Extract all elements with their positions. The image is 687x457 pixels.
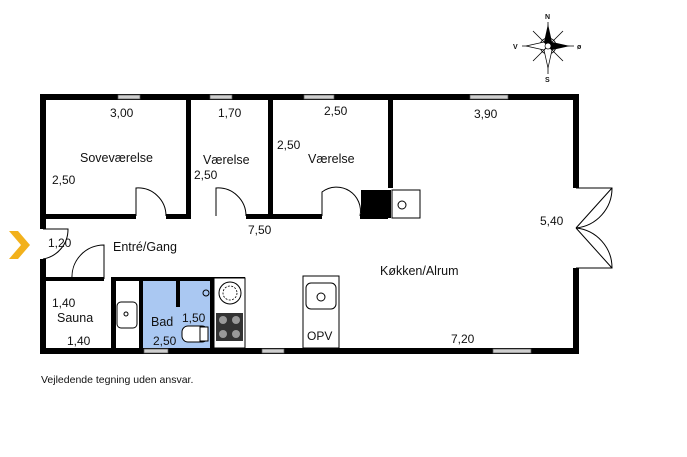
appliance-column bbox=[213, 277, 246, 349]
terrace-door bbox=[575, 187, 613, 229]
room-label-vaerelse-1: Værelse bbox=[203, 153, 250, 167]
room-label-bad: Bad bbox=[151, 315, 173, 329]
window bbox=[492, 348, 532, 354]
bath-fixtures bbox=[116, 289, 210, 343]
dim-vaer1-width: 1,70 bbox=[218, 106, 242, 120]
compass-east: ø bbox=[577, 44, 582, 51]
room-label-entre: Entré/Gang bbox=[113, 240, 177, 254]
interior-walls bbox=[44, 98, 393, 350]
room-label-kokken: Køkken/Alrum bbox=[380, 264, 459, 278]
room-label-vaerelse-2: Værelse bbox=[308, 152, 355, 166]
washer bbox=[218, 281, 242, 305]
room-label-sauna: Sauna bbox=[57, 311, 93, 325]
door-swing bbox=[215, 187, 247, 217]
sink-counter bbox=[302, 275, 340, 349]
disclaimer-text: Vejledende tegning uden ansvar. bbox=[41, 374, 194, 386]
dim-sove-width: 3,00 bbox=[110, 106, 134, 120]
compass-west: V bbox=[513, 44, 518, 51]
dim-bad-depth: 1,50 bbox=[182, 311, 206, 325]
window bbox=[303, 94, 335, 100]
window bbox=[469, 94, 509, 100]
dim-entre-width: 1,20 bbox=[48, 236, 72, 250]
doors bbox=[42, 186, 613, 280]
entrance-arrow bbox=[9, 231, 30, 259]
door-swing bbox=[321, 186, 361, 217]
window bbox=[143, 348, 169, 354]
compass-south: S bbox=[545, 77, 550, 84]
compass-north: N bbox=[545, 14, 550, 21]
dim-kok-width-bottom: 7,20 bbox=[451, 332, 475, 346]
dim-vaer2-width: 2,50 bbox=[324, 104, 348, 118]
compass-rose: N S ø V bbox=[513, 14, 582, 84]
room-label-sovevaerelse: Soveværelse bbox=[80, 151, 153, 165]
dim-kok-depth: 5,40 bbox=[540, 214, 564, 228]
windows bbox=[117, 94, 532, 354]
sauna-sink bbox=[116, 301, 138, 329]
shower-fixture bbox=[202, 289, 210, 297]
dim-sauna-width: 1,40 bbox=[67, 334, 91, 348]
window bbox=[261, 348, 285, 354]
window bbox=[117, 94, 141, 100]
door-swing bbox=[42, 228, 69, 260]
terrace-door bbox=[575, 227, 613, 269]
dim-sove-depth: 2,50 bbox=[52, 173, 76, 187]
dim-kok-width-top: 3,90 bbox=[474, 107, 498, 121]
dim-vaer1-depth: 2,50 bbox=[194, 168, 218, 182]
room-label-opv: OPV bbox=[307, 329, 332, 343]
dim-vaer2-depth: 2,50 bbox=[277, 138, 301, 152]
dim-bad-width: 2,50 bbox=[153, 334, 177, 348]
stove-hood bbox=[391, 189, 421, 219]
door-swing bbox=[135, 187, 167, 217]
window bbox=[209, 94, 233, 100]
dim-gang-length: 7,50 bbox=[248, 223, 272, 237]
cooktop bbox=[216, 313, 243, 341]
stove-fixtures bbox=[361, 189, 421, 219]
door-swing bbox=[71, 244, 105, 280]
dim-sauna-depth: 1,40 bbox=[52, 296, 76, 310]
stove bbox=[361, 190, 391, 218]
